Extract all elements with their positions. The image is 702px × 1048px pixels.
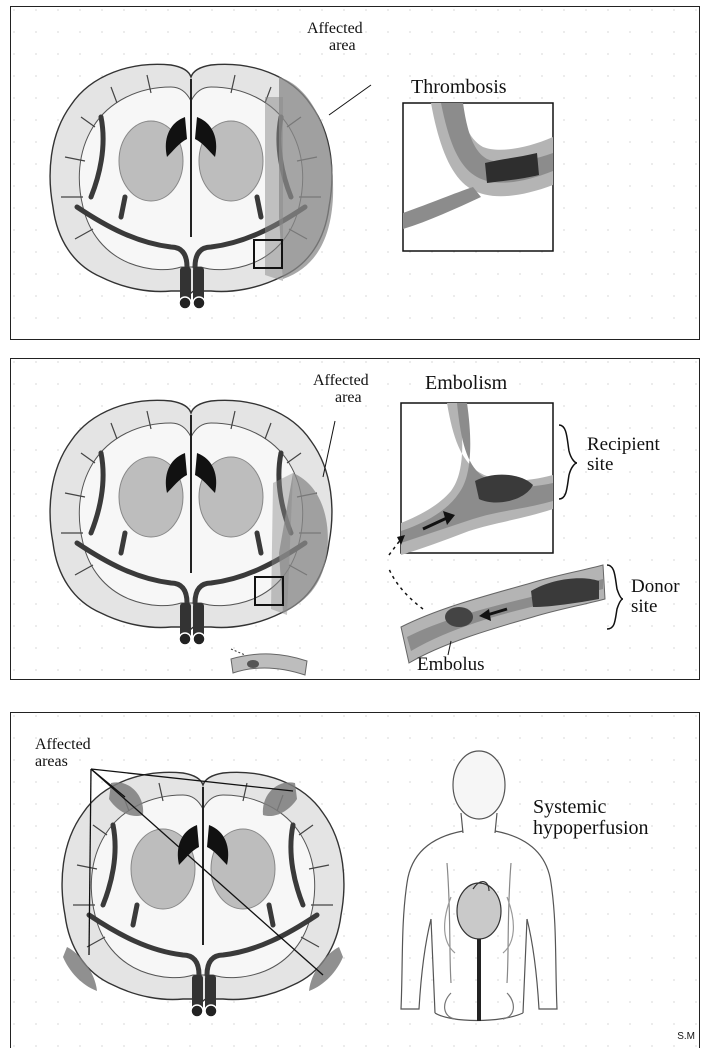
embolus-label: Embolus <box>417 655 485 675</box>
affected-area-label: Affected area <box>307 21 363 55</box>
embolism-panel: Affected area Embolism Recipient site Do… <box>10 358 700 680</box>
artist-signature: S.M <box>677 1031 695 1042</box>
systemic-hypoperfusion-heading: Systemic hypoperfusion <box>533 797 649 839</box>
affected-areas-label: Affected areas <box>35 737 91 771</box>
recipient-inset <box>401 403 553 555</box>
brain-cross-section <box>62 772 344 1017</box>
hypoperfusion-illustration <box>11 713 700 1048</box>
systemic-hypoperfusion-panel: Affected areas Systemic hypoperfusion S.… <box>10 712 700 1048</box>
donor-site-label: Donor site <box>631 577 680 617</box>
brain-cross-section <box>50 64 333 309</box>
embolism-illustration <box>11 359 700 680</box>
thrombosis-illustration <box>11 7 700 340</box>
recipient-site-label: Recipient site <box>587 435 660 475</box>
thrombosis-inset <box>403 103 553 251</box>
affected-area-label: Affected area <box>313 373 369 407</box>
thrombosis-panel: Affected area Thrombosis <box>10 6 700 340</box>
brain-cross-section <box>50 400 332 645</box>
thrombosis-heading: Thrombosis <box>411 77 507 98</box>
embolism-heading: Embolism <box>425 373 507 394</box>
